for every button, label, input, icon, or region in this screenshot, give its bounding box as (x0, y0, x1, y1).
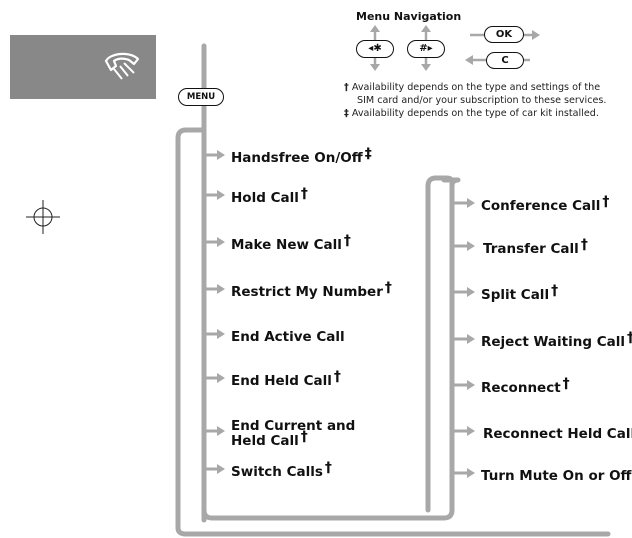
hash-key[interactable]: #▸ (407, 40, 445, 58)
menu-item-reconnect-held-call[interactable]: Reconnect Held Call† (483, 426, 632, 442)
right-item-5-arrowhead (467, 426, 475, 436)
ok-key[interactable]: OK (484, 26, 524, 43)
menu-item-hold-call[interactable]: Hold Call† (231, 186, 308, 206)
right-item-3-arrowhead (467, 334, 475, 344)
menu-item-conference-call[interactable]: Conference Call† (481, 194, 610, 214)
note-double-dagger: ‡ Availability depends on the type of ca… (344, 108, 599, 119)
left-item-6-arrowhead (217, 426, 225, 436)
left-item-1-arrowhead (217, 190, 225, 200)
menu-item-reject-waiting-call[interactable]: Reject Waiting Call† (481, 331, 632, 350)
right-item-6-arrowhead (467, 468, 475, 478)
left-item-0-arrowhead (217, 150, 225, 160)
left-item-4-arrowhead (217, 329, 225, 339)
note-dagger: † Availability depends on the type and s… (344, 82, 601, 93)
left-item-3-arrowhead (217, 284, 225, 294)
navigation-title: Menu Navigation (356, 10, 462, 23)
star-key[interactable]: ◂✱ (356, 40, 394, 58)
menu-item-end-active-call[interactable]: End Active Call (231, 329, 345, 345)
left-item-5-arrowhead (217, 373, 225, 383)
registration-mark-icon (26, 200, 60, 234)
left-item-2-arrowhead (217, 237, 225, 247)
menu-item-switch-calls[interactable]: Switch Calls† (231, 460, 332, 480)
right-item-1-arrowhead (467, 241, 475, 251)
menu-item-restrict-number[interactable]: Restrict My Number† (231, 280, 392, 300)
menu-item-end-current-held-line2[interactable]: Held Call† (231, 429, 308, 449)
menu-item-end-held-call[interactable]: End Held Call† (231, 369, 341, 389)
menu-item-reconnect[interactable]: Reconnect† (481, 376, 570, 396)
phone-handset-icon (104, 52, 140, 80)
menu-item-turn-mute[interactable]: Turn Mute On or Off (481, 468, 632, 484)
right-item-4-arrowhead (467, 380, 475, 390)
right-item-2-arrowhead (467, 287, 475, 297)
c-key[interactable]: C (486, 52, 524, 69)
menu-item-handsfree[interactable]: Handsfree On/Off‡ (231, 146, 372, 166)
menu-item-split-call[interactable]: Split Call† (481, 283, 559, 303)
right-item-0-arrowhead (467, 198, 475, 208)
note-dagger-cont: SIM card and/or your subscription to the… (357, 95, 607, 106)
menu-item-make-new-call[interactable]: Make New Call† (231, 233, 351, 253)
left-item-7-arrowhead (217, 464, 225, 474)
menu-item-end-current-held[interactable]: End Current and (231, 418, 356, 434)
section-tab (10, 35, 156, 99)
menu-key[interactable]: MENU (178, 88, 224, 106)
menu-item-transfer-call[interactable]: Transfer Call† (483, 237, 588, 257)
